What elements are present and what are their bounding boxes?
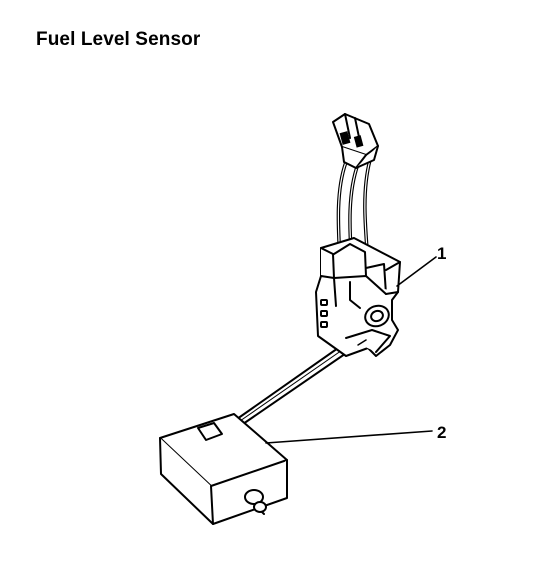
page-title: Fuel Level Sensor	[36, 29, 201, 50]
fuel-float	[159, 413, 288, 525]
callout-leader-lines	[265, 256, 437, 444]
callout-number-2: 2	[437, 423, 446, 442]
callout-2-leader	[265, 430, 433, 444]
electrical-connector	[332, 113, 379, 169]
sensor-unit	[315, 237, 401, 357]
float-stud	[244, 489, 267, 515]
callout-1-leader	[396, 256, 437, 287]
callout-number-1: 1	[437, 244, 446, 263]
